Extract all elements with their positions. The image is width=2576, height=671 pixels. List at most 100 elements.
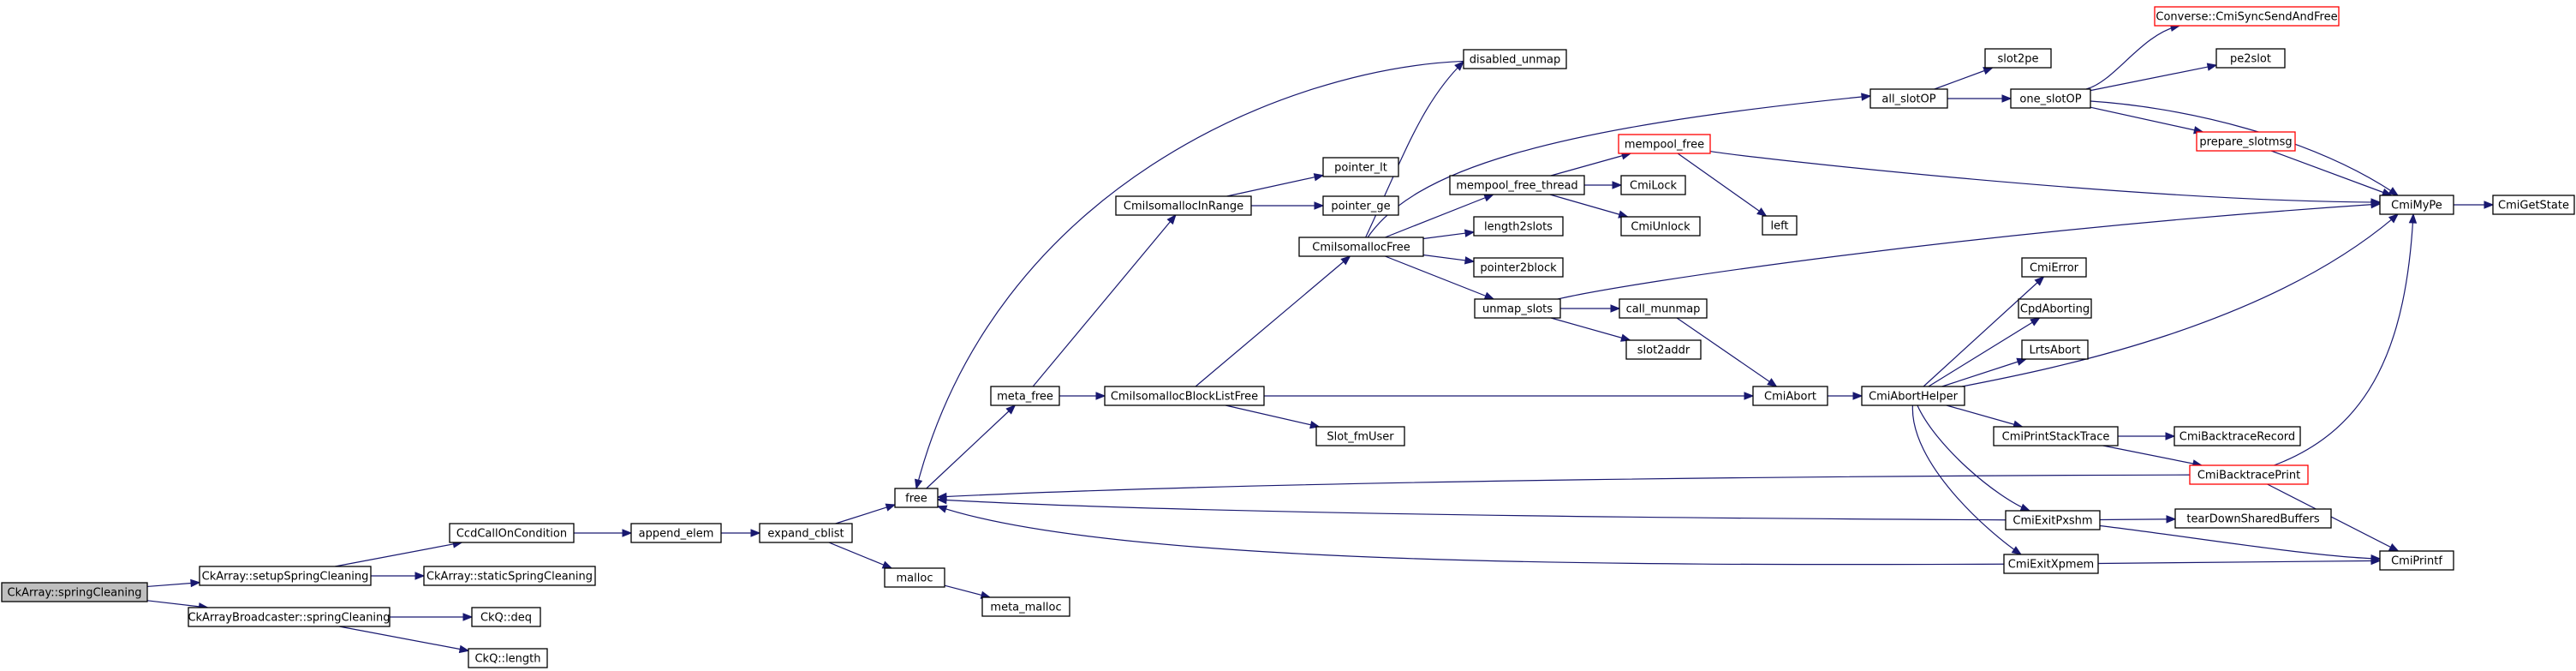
- node-label: tearDownSharedBuffers: [2186, 513, 2319, 526]
- node-ckqDeq[interactable]: CkQ::deq: [471, 607, 541, 627]
- node-setupSpring[interactable]: CkArray::setupSpringCleaning: [199, 566, 372, 586]
- node-label: CmiBacktracePrint: [2197, 470, 2300, 482]
- node-label: CmiAbortHelper: [1869, 391, 1959, 404]
- node-ccdCall[interactable]: CcdCallOnCondition: [449, 523, 575, 543]
- node-slotFmUser[interactable]: Slot_fmUser: [1315, 426, 1405, 446]
- edge-bcastSpring-to-ckqDeq: [390, 613, 474, 621]
- node-staticSpring[interactable]: CkArray::staticSpringCleaning: [423, 566, 596, 586]
- edge-cmiExitPxshm-to-free: [936, 495, 2007, 521]
- arrowhead: [414, 572, 426, 580]
- node-box: [2379, 195, 2454, 215]
- node-label: CmiIsomallocInRange: [1124, 201, 1243, 213]
- arrowhead: [885, 503, 897, 512]
- node-cmiGetState[interactable]: CmiGetState: [2492, 195, 2575, 215]
- node-cmiError[interactable]: CmiError: [2021, 257, 2087, 278]
- node-left[interactable]: left: [1762, 215, 1798, 236]
- node-allSlotOP[interactable]: all_slotOP: [1869, 88, 1948, 109]
- node-box: [1473, 257, 1564, 278]
- node-appendElem[interactable]: append_elem: [630, 523, 722, 543]
- node-cpdAborting[interactable]: CpdAborting: [2018, 298, 2092, 319]
- edge-metaFree-to-isoBlockListFree: [1059, 392, 1106, 400]
- node-isoInRange[interactable]: CmiIsomallocInRange: [1115, 195, 1252, 216]
- node-box: [2174, 508, 2332, 529]
- node-metaMalloc[interactable]: meta_malloc: [981, 596, 1070, 617]
- node-box: [2021, 339, 2089, 360]
- node-cmiExitXpmem[interactable]: CmiExitXpmem: [2003, 554, 2099, 574]
- node-cmiBacktraceRecord[interactable]: CmiBacktraceRecord: [2174, 426, 2301, 446]
- node-cmiBacktracePrint[interactable]: CmiBacktracePrint: [2189, 464, 2309, 485]
- node-pointer2block[interactable]: pointer2block: [1473, 257, 1564, 278]
- edge-layer: [146, 23, 2495, 654]
- edge-cmiAbortHelper-to-cpdAborting: [1928, 317, 2041, 387]
- edge-setupSpring-to-ccdCall: [335, 540, 463, 567]
- node-pointerGe[interactable]: pointer_ge: [1322, 195, 1399, 216]
- edge-cmiExitPxshm-to-tearDownSharedBuffers: [2099, 515, 2177, 524]
- node-isoFree[interactable]: CmiIsomallocFree: [1298, 237, 1424, 257]
- edge-root-to-setupSpring: [146, 578, 201, 588]
- node-metaFree[interactable]: meta_free: [990, 386, 1060, 406]
- node-tearDownSharedBuffers[interactable]: tearDownSharedBuffers: [2174, 508, 2332, 529]
- node-box: [1619, 298, 1708, 319]
- arrowhead: [2370, 200, 2382, 209]
- node-box: [2010, 88, 2091, 109]
- node-box: [2018, 298, 2092, 319]
- arrowhead: [2034, 276, 2045, 286]
- node-box: [1104, 386, 1265, 406]
- node-label: CkArray::setupSpringCleaning: [202, 571, 369, 584]
- node-pe2slot[interactable]: pe2slot: [2215, 48, 2286, 69]
- arrowhead: [2388, 543, 2400, 552]
- edge-mempoolFreeThread-to-mempoolFree: [1550, 152, 1632, 177]
- node-lrtsAbort[interactable]: LrtsAbort: [2021, 339, 2089, 360]
- edge-cmiAbortHelper-to-cmiPrintStackTrace: [1946, 404, 2024, 428]
- node-box: [1298, 237, 1424, 257]
- node-cmiSyncSendAndFree[interactable]: Converse::CmiSyncSendAndFree: [2154, 6, 2340, 27]
- node-bcastSpring[interactable]: CkArrayBroadcaster::springCleaning: [188, 607, 391, 627]
- edge-oneSlotOP-to-cmiMyPe: [2090, 100, 2400, 196]
- node-cmiUnlock[interactable]: CmiUnlock: [1620, 216, 1701, 237]
- node-label: pe2slot: [2230, 53, 2271, 66]
- node-mempoolFreeThread[interactable]: mempool_free_thread: [1449, 175, 1585, 195]
- node-disabledUnmap[interactable]: disabled_unmap: [1463, 49, 1567, 69]
- node-prepareSlotmsg[interactable]: prepare_slotmsg: [2196, 131, 2296, 152]
- edge-cmiBacktracePrint-to-cmiMyPe: [2274, 213, 2418, 466]
- node-box: [1473, 216, 1564, 237]
- node-isoBlockListFree[interactable]: CmiIsomallocBlockListFree: [1104, 386, 1265, 406]
- node-pointerLt[interactable]: pointer_lt: [1322, 157, 1399, 177]
- node-box: [1, 582, 148, 602]
- node-callMunmap[interactable]: call_munmap: [1619, 298, 1708, 319]
- arrowhead: [936, 505, 948, 513]
- edge-metaFree-to-isoInRange: [1032, 213, 1177, 387]
- node-label: malloc: [897, 572, 933, 585]
- edge-unmapSlots-to-callMunmap: [1560, 304, 1621, 313]
- node-label: Slot_fmUser: [1327, 431, 1394, 444]
- edge-isoFree-to-length2slots: [1422, 229, 1476, 240]
- node-length2slots[interactable]: length2slots: [1473, 216, 1564, 237]
- node-mempoolFree[interactable]: mempool_free: [1618, 134, 1711, 154]
- edge-cmiExitXpmem-to-cmiPrintf: [2097, 556, 2382, 566]
- edge-ccdCall-to-appendElem: [574, 529, 633, 537]
- node-malloc[interactable]: malloc: [884, 567, 945, 588]
- node-label: Converse::CmiSyncSendAndFree: [2156, 11, 2337, 24]
- node-free[interactable]: free: [894, 488, 939, 508]
- node-unmapSlots[interactable]: unmap_slots: [1474, 298, 1561, 319]
- node-label: slot2pe: [1998, 53, 2039, 66]
- arrowhead: [2030, 317, 2041, 327]
- node-label: CmiAbort: [1764, 391, 1816, 404]
- node-label: CmiExitXpmem: [2008, 559, 2094, 572]
- node-slot2pe[interactable]: slot2pe: [1984, 48, 2052, 69]
- node-oneSlotOP[interactable]: one_slotOP: [2010, 88, 2091, 109]
- node-cmiExitPxshm[interactable]: CmiExitPxshm: [2005, 510, 2101, 530]
- node-slot2addr[interactable]: slot2addr: [1625, 339, 1702, 360]
- node-expandCblist[interactable]: expand_cblist: [759, 523, 853, 543]
- edge-mempoolFree-to-cmiMyPe: [1709, 150, 2382, 207]
- node-box: [759, 523, 853, 543]
- node-cmiAbort[interactable]: CmiAbort: [1752, 386, 1828, 406]
- node-cmiPrintf[interactable]: CmiPrintf: [2379, 550, 2454, 571]
- node-cmiLock[interactable]: CmiLock: [1620, 175, 1686, 195]
- edge-unmapSlots-to-cmiMyPe: [1557, 200, 2382, 300]
- node-cmiAbortHelper[interactable]: CmiAbortHelper: [1861, 386, 1965, 406]
- node-cmiMyPe[interactable]: CmiMyPe: [2379, 195, 2454, 215]
- node-cmiPrintStackTrace[interactable]: CmiPrintStackTrace: [1993, 426, 2119, 446]
- node-ckqLength[interactable]: CkQ::length: [468, 648, 548, 668]
- edge-cmiAbortHelper-to-lrtsAbort: [1941, 357, 2028, 387]
